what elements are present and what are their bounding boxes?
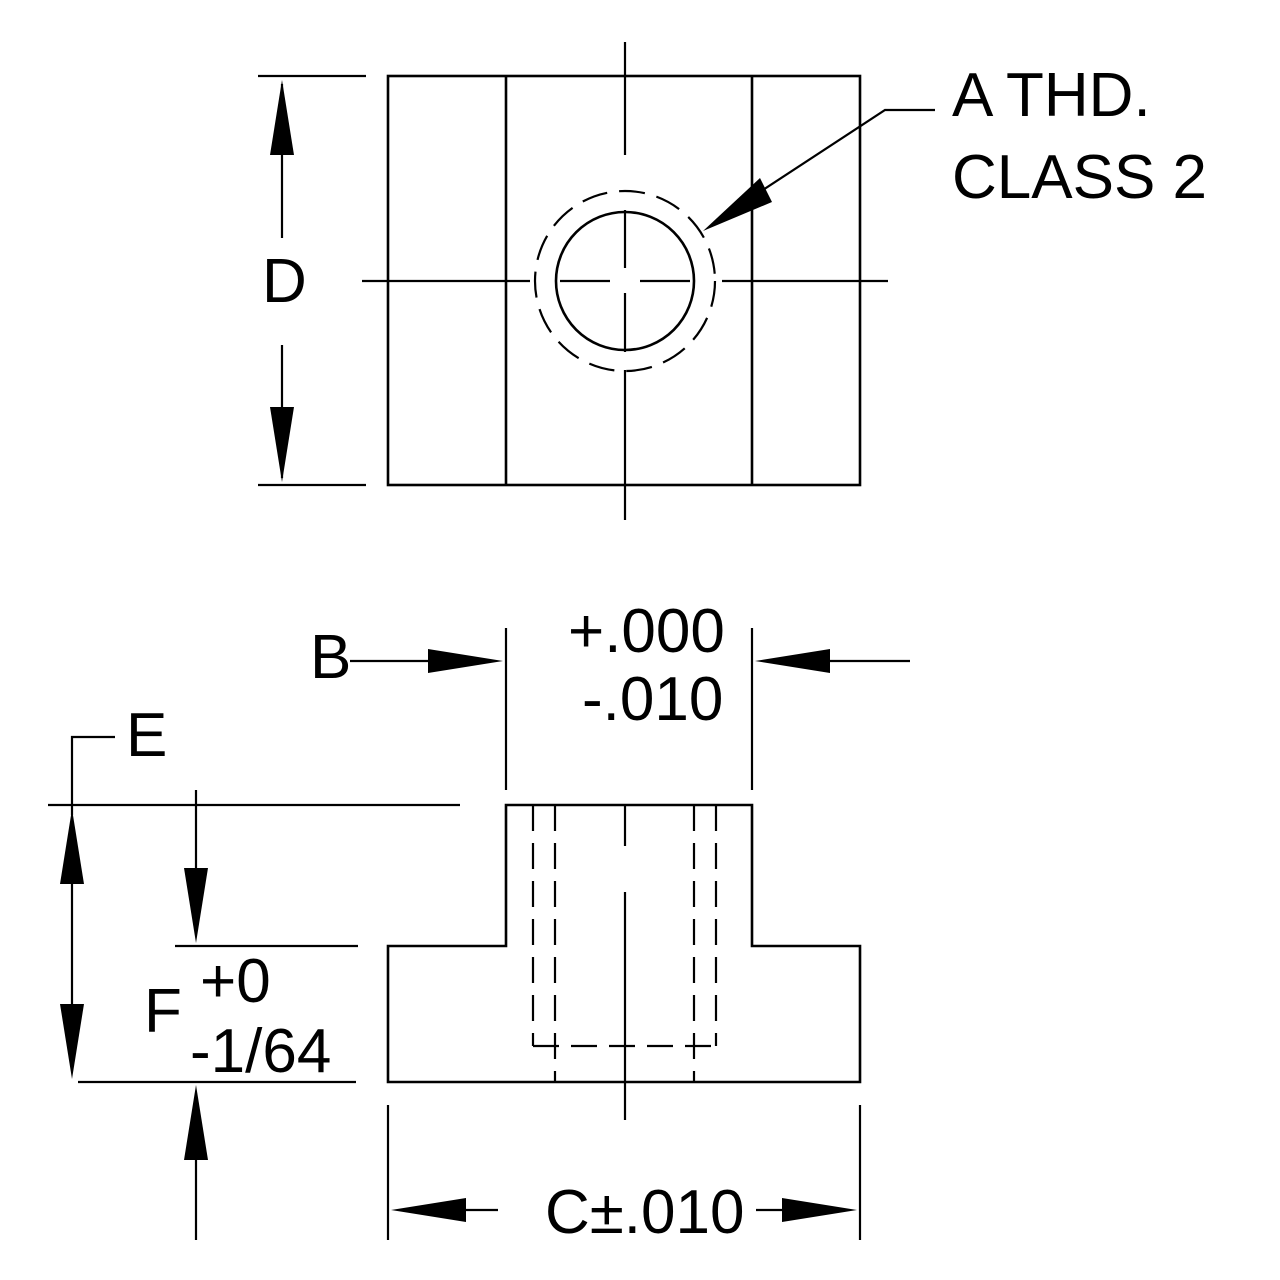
threaded-hole-minor bbox=[554, 210, 696, 352]
d-label: D bbox=[262, 247, 307, 316]
top-view: A THD. CLASS 2 D bbox=[258, 42, 1207, 520]
b-arrowhead-right bbox=[755, 649, 830, 673]
thread-leader-arrowhead bbox=[703, 178, 772, 231]
b-label: B bbox=[310, 623, 351, 692]
thread-label-line2: CLASS 2 bbox=[952, 143, 1207, 212]
d-arrowhead-top bbox=[270, 80, 294, 155]
e-arrowhead-top bbox=[60, 809, 84, 884]
f-arrowhead-bottom bbox=[184, 1085, 208, 1160]
f-tolerance-plus: +0 bbox=[200, 947, 271, 1016]
f-tolerance-minus: -1/64 bbox=[190, 1017, 331, 1086]
threaded-hole-major bbox=[533, 189, 717, 373]
f-arrowhead-top bbox=[184, 868, 208, 943]
c-label: C±.010 bbox=[545, 1178, 744, 1247]
thread-label-line1: A THD. bbox=[952, 61, 1151, 130]
d-arrowhead-bottom bbox=[270, 407, 294, 482]
front-view-outline bbox=[386, 803, 862, 1084]
b-tolerance-plus: +.000 bbox=[568, 597, 725, 666]
e-label: E bbox=[126, 701, 167, 770]
b-tolerance-minus: -.010 bbox=[582, 665, 723, 734]
front-view: B +.000 -.010 E F +0 -1/64 C±.010 bbox=[48, 597, 910, 1247]
c-arrowhead-right bbox=[782, 1198, 857, 1222]
c-arrowhead-left bbox=[391, 1198, 466, 1222]
e-arrowhead-bottom bbox=[60, 1004, 84, 1079]
thread-leader-line bbox=[739, 108, 935, 206]
f-label: F bbox=[144, 977, 182, 1046]
e-leader-line bbox=[70, 735, 115, 815]
b-arrowhead-left bbox=[428, 649, 503, 673]
